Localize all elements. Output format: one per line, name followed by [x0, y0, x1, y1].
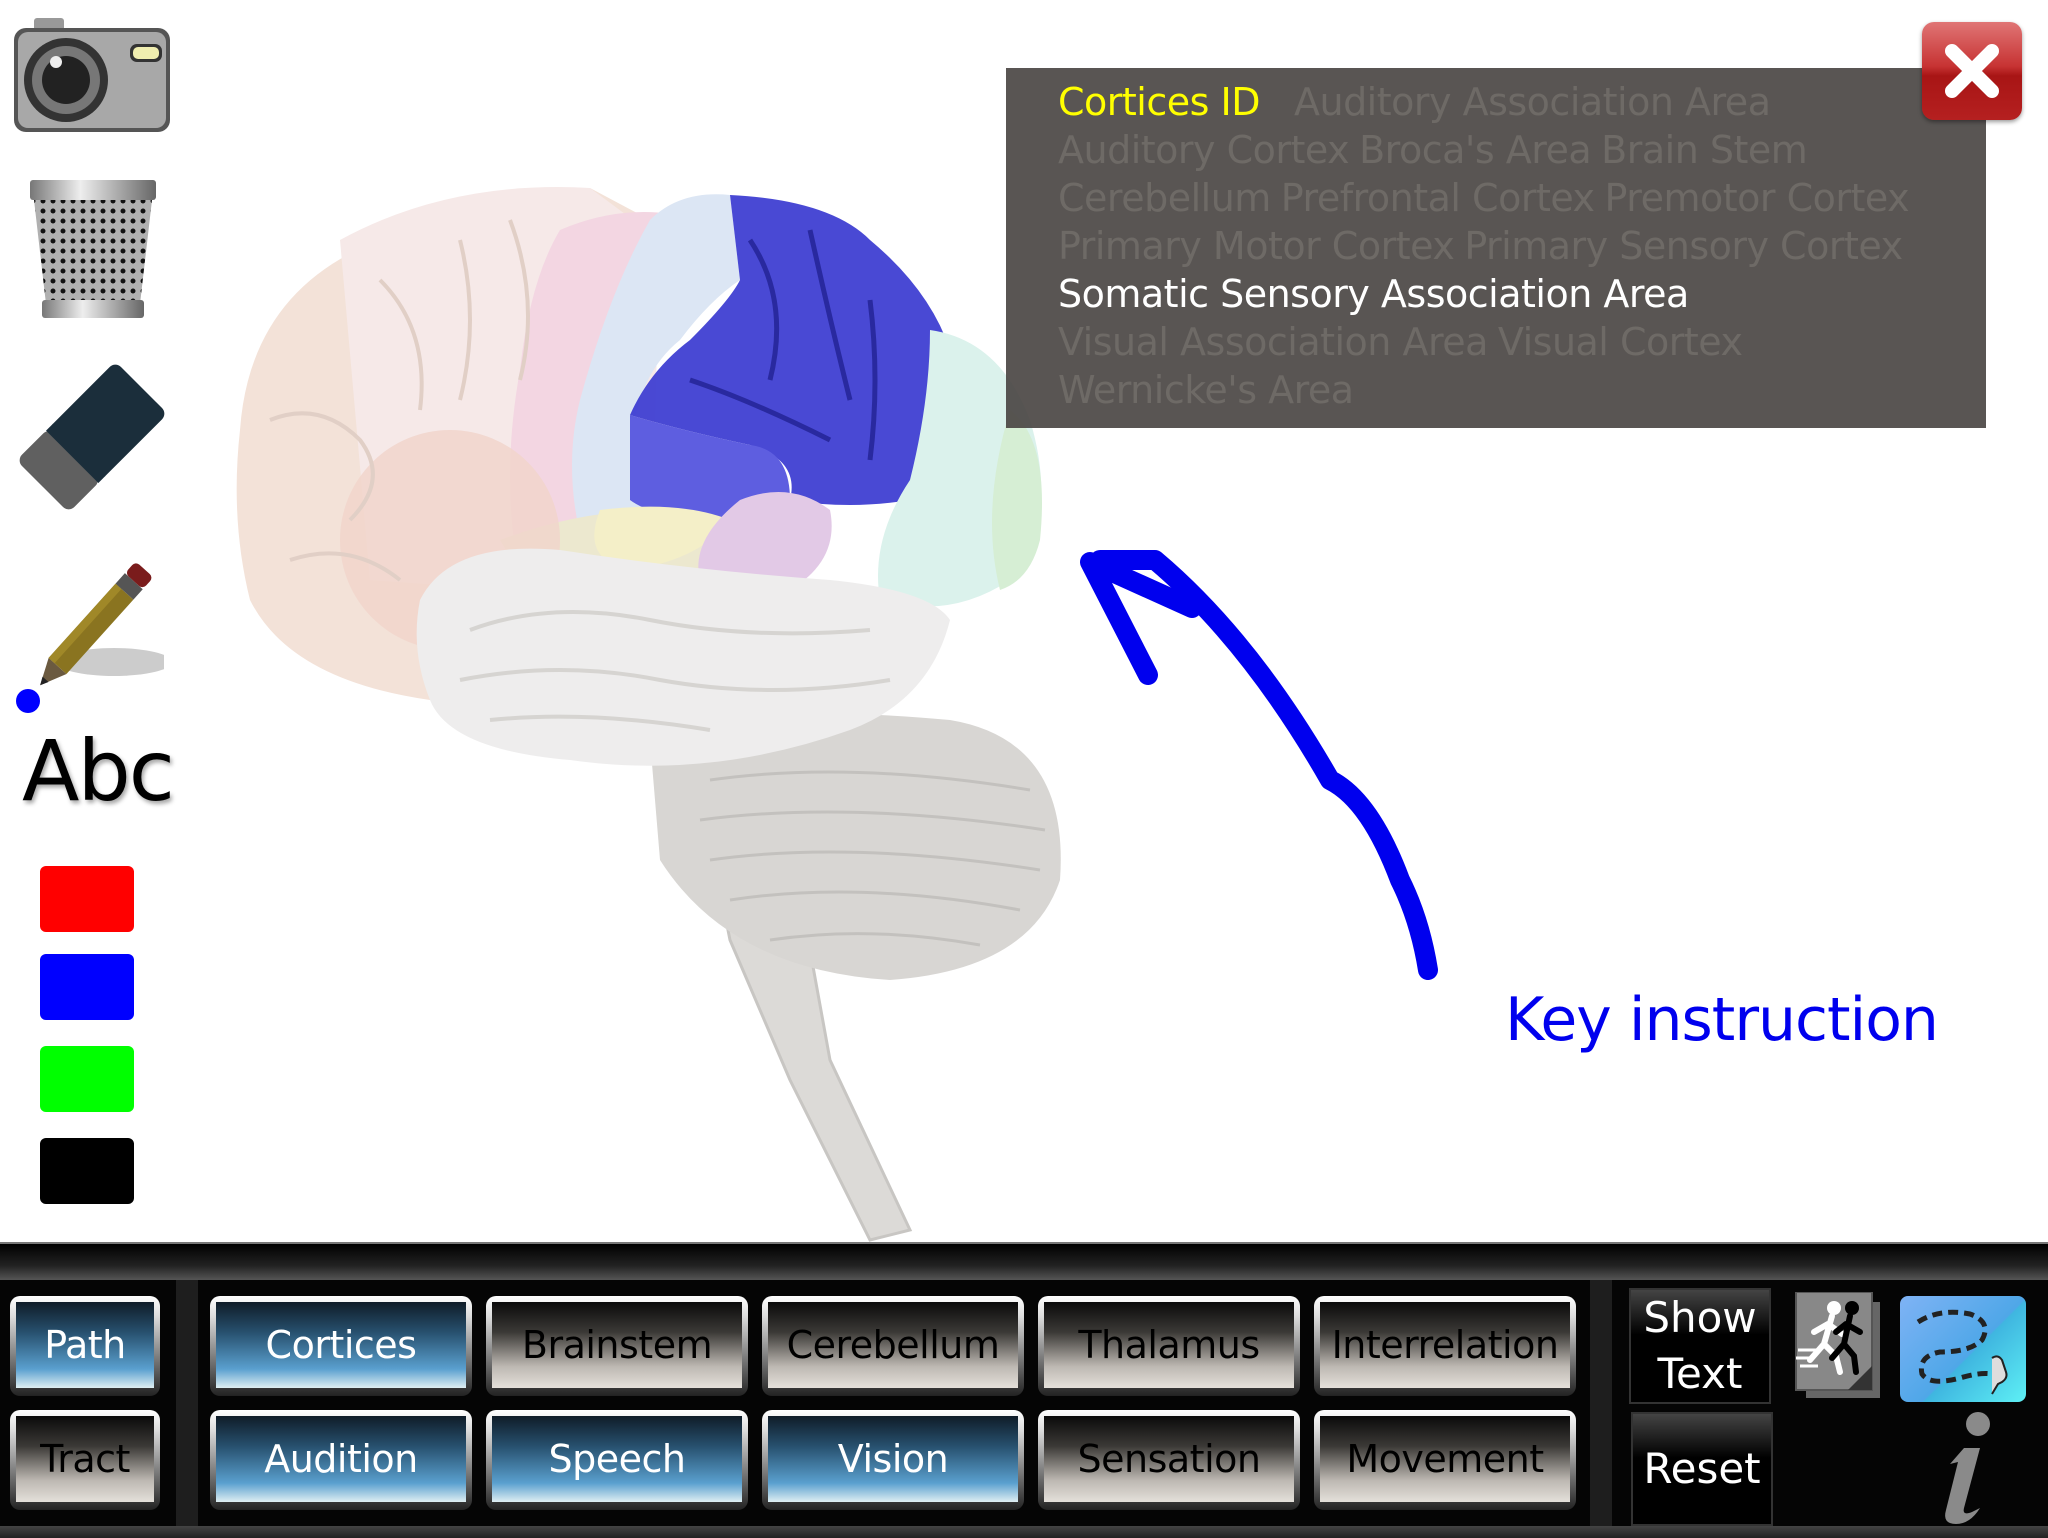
- trash-button[interactable]: [28, 176, 158, 322]
- interrelation-button-label: Interrelation: [1320, 1302, 1570, 1388]
- camera-icon: [14, 18, 170, 132]
- annotation-text: Key instruction: [1505, 985, 1939, 1055]
- label-list: Cortices ID Auditory Association Area Aud…: [1058, 78, 1978, 414]
- bar-top-bevel: [0, 1244, 2048, 1280]
- info-icon: [1945, 1412, 1990, 1524]
- speech-button-label: Speech: [492, 1416, 742, 1502]
- dashed-path-touch-icon: [1916, 1309, 2008, 1395]
- thalamus-button-label: Thalamus: [1044, 1302, 1294, 1388]
- reset-label: Reset: [1643, 1444, 1761, 1493]
- path-button-label: Path: [16, 1302, 154, 1388]
- label-brain-stem[interactable]: Brain Stem: [1601, 128, 1808, 172]
- path-trace-button[interactable]: [1900, 1296, 2026, 1402]
- sensation-button[interactable]: Sensation: [1038, 1410, 1300, 1510]
- show-text-label-line2: Text: [1657, 1349, 1743, 1398]
- animation-button[interactable]: [1792, 1291, 1884, 1402]
- label-visual-association-area[interactable]: Visual Association Area: [1058, 320, 1488, 364]
- pencil-icon: [16, 563, 172, 713]
- brainstem-button-label: Brainstem: [492, 1302, 742, 1388]
- close-icon: [1945, 44, 1999, 98]
- audition-button-label: Audition: [216, 1416, 466, 1502]
- cortices-button-label: Cortices: [216, 1302, 466, 1388]
- speech-button[interactable]: Speech: [486, 1410, 748, 1510]
- label-primary-sensory-cortex[interactable]: Primary Sensory Cortex: [1464, 224, 1903, 268]
- brainstem-button[interactable]: Brainstem: [486, 1296, 748, 1396]
- movement-button-label: Movement: [1320, 1416, 1570, 1502]
- trash-icon: [30, 180, 156, 318]
- color-swatch-black[interactable]: [40, 1138, 134, 1204]
- path-button[interactable]: Path: [10, 1296, 160, 1396]
- brain-diagram[interactable]: [230, 180, 1250, 1260]
- bottom-navigation-bar: Path Tract Cortices Brainstem Cerebellum…: [0, 1242, 2048, 1538]
- pencil-button[interactable]: [14, 556, 172, 716]
- cerebellum-button[interactable]: Cerebellum: [762, 1296, 1024, 1396]
- label-wernickes-area[interactable]: Wernicke's Area: [1058, 368, 1354, 412]
- separator: [1590, 1280, 1612, 1526]
- eraser-button[interactable]: [14, 362, 170, 512]
- interrelation-button[interactable]: Interrelation: [1314, 1296, 1576, 1396]
- vision-button-label: Vision: [768, 1416, 1018, 1502]
- movement-button[interactable]: Movement: [1314, 1410, 1576, 1510]
- eraser-icon: [19, 364, 165, 510]
- cortices-button[interactable]: Cortices: [210, 1296, 472, 1396]
- label-auditory-association-area[interactable]: Auditory Association Area: [1293, 80, 1771, 124]
- label-auditory-cortex[interactable]: Auditory Cortex: [1058, 128, 1350, 172]
- reset-button[interactable]: Reset: [1631, 1412, 1773, 1526]
- label-somatic-sensory-association-area[interactable]: Somatic Sensory Association Area: [1058, 272, 1689, 316]
- tract-button[interactable]: Tract: [10, 1410, 160, 1510]
- separator: [176, 1280, 198, 1526]
- thalamus-button[interactable]: Thalamus: [1038, 1296, 1300, 1396]
- label-premotor-cortex[interactable]: Premotor Cortex: [1604, 176, 1910, 220]
- color-swatch-blue[interactable]: [40, 954, 134, 1020]
- cortices-id-panel: Cortices ID Auditory Association Area Aud…: [1006, 68, 1986, 428]
- bar-bottom-bevel: [0, 1526, 2048, 1538]
- label-cerebellum[interactable]: Cerebellum: [1058, 176, 1271, 220]
- tract-button-label: Tract: [16, 1416, 154, 1502]
- show-text-button[interactable]: Show Text: [1629, 1288, 1771, 1404]
- info-button[interactable]: [1920, 1412, 2010, 1528]
- color-swatch-green[interactable]: [40, 1046, 134, 1112]
- show-text-label-line1: Show: [1643, 1293, 1757, 1342]
- camera-button[interactable]: [12, 18, 172, 136]
- label-primary-motor-cortex[interactable]: Primary Motor Cortex: [1058, 224, 1455, 268]
- label-brocas-area[interactable]: Broca's Area: [1359, 128, 1592, 172]
- label-prefrontal-cortex[interactable]: Prefrontal Cortex: [1280, 176, 1595, 220]
- running-animation-icon: [1795, 1291, 1880, 1398]
- text-tool-button[interactable]: Abc: [22, 722, 175, 820]
- panel-title: Cortices ID: [1058, 80, 1260, 124]
- sensation-button-label: Sensation: [1044, 1416, 1294, 1502]
- cerebellum-button-label: Cerebellum: [768, 1302, 1018, 1388]
- color-swatch-red[interactable]: [40, 866, 134, 932]
- close-button[interactable]: [1922, 22, 2022, 120]
- active-pen-color-dot: [16, 689, 40, 713]
- label-visual-cortex[interactable]: Visual Cortex: [1497, 320, 1743, 364]
- audition-button[interactable]: Audition: [210, 1410, 472, 1510]
- vision-button[interactable]: Vision: [762, 1410, 1024, 1510]
